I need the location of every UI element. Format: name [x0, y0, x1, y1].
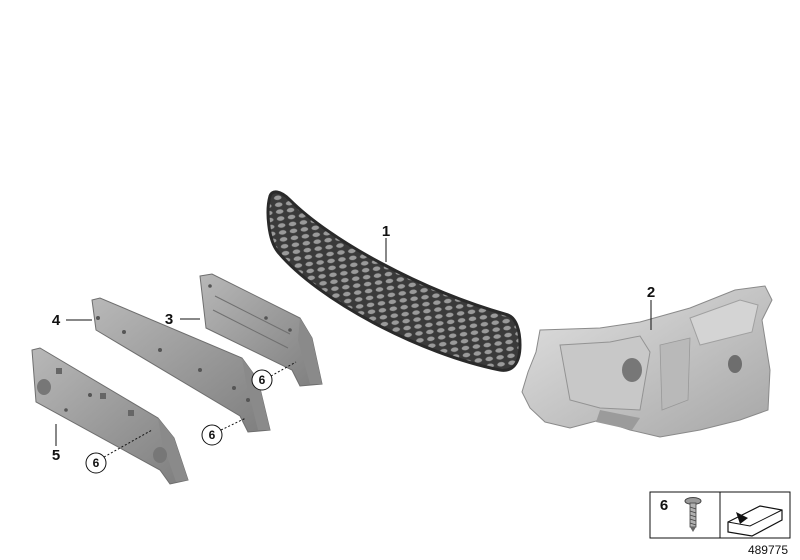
callout-3: 3 [165, 311, 173, 328]
plate-base-large-part [31, 347, 189, 485]
plate-base-medium-part [91, 297, 271, 433]
callout-2: 2 [647, 284, 655, 301]
legend-box: 6 [649, 491, 791, 539]
bracket-part [521, 285, 773, 438]
diagram-number: 489775 [748, 543, 788, 557]
callout-5: 5 [52, 447, 60, 464]
screw-callout-upper: 6 [251, 361, 297, 391]
screw-callout-middle: 6 [201, 417, 247, 446]
grille-part [266, 190, 522, 372]
mounting-surface-icon [727, 505, 783, 537]
svg-text:6: 6 [93, 456, 100, 470]
callout-1: 1 [382, 223, 390, 240]
legend-number: 6 [660, 497, 668, 514]
callout-4: 4 [52, 312, 61, 329]
screw-callout-lower: 6 [85, 429, 153, 474]
svg-text:6: 6 [259, 373, 266, 387]
svg-text:6: 6 [209, 428, 216, 442]
screw-icon [684, 497, 702, 532]
plate-base-small-part [199, 273, 323, 387]
